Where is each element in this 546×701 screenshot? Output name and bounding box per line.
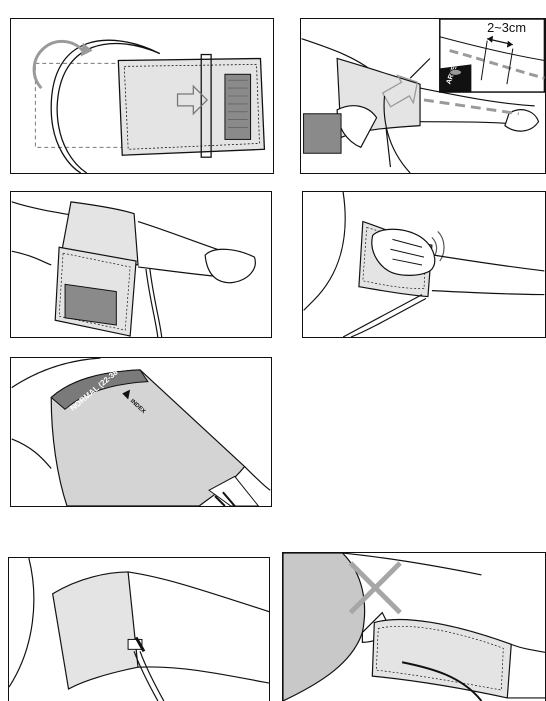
tube-inner <box>351 299 426 337</box>
rolled-sleeve <box>283 553 365 701</box>
forearm-top <box>434 255 544 271</box>
figure-cuff-wrapped <box>10 191 272 338</box>
upper-arm-bottom <box>12 251 51 265</box>
measure-label: 2~3cm <box>487 20 526 35</box>
tube <box>343 295 422 337</box>
cuff-on-arm <box>53 572 138 689</box>
tube-inner <box>140 651 164 701</box>
forearm-top <box>138 222 229 254</box>
artery-line <box>424 100 519 114</box>
cuff-preparation-illustration <box>11 19 273 173</box>
shoulder-outline <box>343 553 482 575</box>
figure-incorrect-position <box>282 552 546 701</box>
incorrect-position-illustration <box>283 553 545 701</box>
forearm-bottom <box>432 291 544 295</box>
fasten-cuff-illustration <box>303 192 545 337</box>
tube <box>134 651 158 701</box>
velcro-patch <box>225 74 251 139</box>
forearm-top <box>511 644 545 652</box>
arm-bottom-outline <box>138 667 269 683</box>
cuff-on-arm <box>372 620 511 698</box>
cuff-position-illustration: ARTERY 2~3cm <box>301 19 545 173</box>
figure-cuff-range: NORMAL (22-38 cm) INDEX <box>10 357 272 507</box>
inset-tube-end <box>450 69 462 75</box>
cuff-velcro <box>304 114 342 153</box>
supporting-hand <box>337 106 376 148</box>
inset-pointer <box>410 58 430 78</box>
figure-cuff-position: ARTERY 2~3cm <box>300 18 546 174</box>
fist <box>205 249 255 282</box>
cuff-wrapped-illustration <box>11 192 271 337</box>
dashed-cuff-outline <box>35 63 124 147</box>
rotate-arrow-icon <box>34 41 83 88</box>
cuff-velcro <box>65 284 116 325</box>
figure-fasten-cuff <box>302 191 546 338</box>
arm-top-outline <box>128 572 269 612</box>
figure-correct-position <box>8 557 270 701</box>
forearm-outline <box>245 467 271 491</box>
arm-bottom-outline <box>12 439 51 469</box>
figure-cuff-preparation <box>10 18 274 174</box>
rotate-arrow-head-icon <box>81 43 93 57</box>
cuff-range-illustration: NORMAL (22-38 cm) INDEX <box>11 358 271 506</box>
correct-position-illustration <box>9 558 269 701</box>
torso-outline <box>304 192 346 310</box>
torso-outline <box>9 558 34 687</box>
